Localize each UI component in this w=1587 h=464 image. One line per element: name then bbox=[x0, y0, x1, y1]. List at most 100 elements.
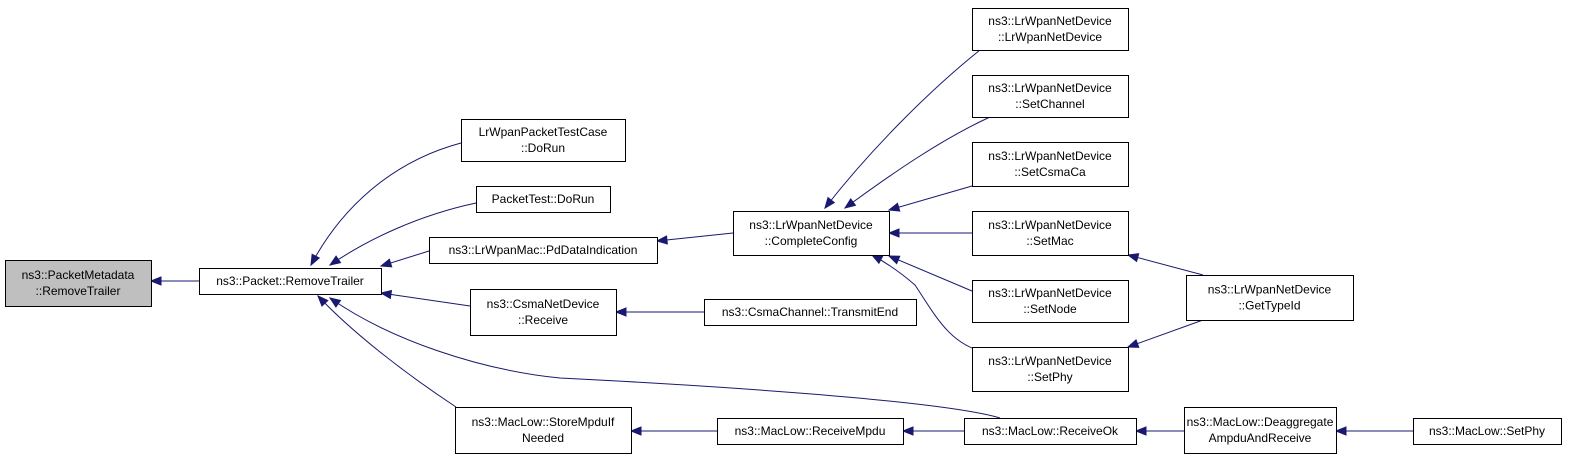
edge-line bbox=[888, 255, 973, 292]
edge-n13-n7 bbox=[887, 185, 973, 212]
arrowhead-icon bbox=[870, 254, 884, 265]
node-label: ::SetPhy bbox=[1027, 370, 1072, 384]
edge-line bbox=[824, 49, 981, 209]
node-label: ns3::LrWpanNetDevice bbox=[988, 14, 1112, 28]
node-box[interactable] bbox=[972, 142, 1129, 187]
edge-n14-n7 bbox=[887, 228, 972, 238]
edge-n19-n18 bbox=[1334, 426, 1413, 436]
node-box[interactable] bbox=[1413, 418, 1562, 445]
node-n10[interactable]: ns3::MacLow::ReceiveOk bbox=[964, 418, 1137, 445]
node-box[interactable] bbox=[461, 119, 626, 162]
edge-n11-n7 bbox=[824, 49, 981, 210]
edge-n6-n1 bbox=[317, 295, 457, 408]
node-n17[interactable]: ns3::LrWpanNetDevice::GetTypeId bbox=[1186, 275, 1354, 321]
node-n19[interactable]: ns3::MacLow::SetPhy bbox=[1413, 418, 1562, 445]
edge-line bbox=[329, 297, 1001, 419]
arrowhead-icon bbox=[629, 426, 642, 436]
node-box[interactable] bbox=[964, 418, 1137, 445]
node-n12[interactable]: ns3::LrWpanNetDevice::SetChannel bbox=[972, 75, 1129, 118]
node-label: ns3::CsmaChannel::TransmitEnd bbox=[722, 305, 898, 319]
node-n14[interactable]: ns3::LrWpanNetDevice::SetMac bbox=[972, 211, 1129, 256]
edge-n4-n1 bbox=[379, 250, 430, 268]
node-box[interactable] bbox=[972, 211, 1129, 256]
edge-line bbox=[310, 142, 462, 266]
arrowhead-icon bbox=[328, 255, 342, 266]
arrowhead-icon bbox=[149, 276, 162, 286]
arrowhead-icon bbox=[1134, 426, 1147, 436]
arrowhead-icon bbox=[1334, 426, 1347, 436]
nodes-layer: ns3::PacketMetadata::RemoveTrailer ns3::P… bbox=[5, 8, 1562, 454]
node-n11[interactable]: ns3::LrWpanNetDevice::LrWpanNetDevice bbox=[972, 8, 1129, 51]
node-label: ns3::LrWpanMac::PdDataIndication bbox=[449, 243, 638, 257]
node-box[interactable] bbox=[704, 299, 917, 326]
node-n15[interactable]: ns3::LrWpanNetDevice::SetNode bbox=[972, 280, 1129, 323]
node-box[interactable] bbox=[1186, 275, 1354, 321]
node-box[interactable] bbox=[972, 8, 1129, 51]
node-box[interactable] bbox=[972, 75, 1129, 118]
edge-n7-n4 bbox=[655, 232, 734, 245]
edge-n17-n16 bbox=[1126, 319, 1204, 348]
edge-n1-n0 bbox=[149, 276, 199, 286]
node-n1[interactable]: ns3::Packet::RemoveTrailer bbox=[199, 268, 382, 295]
node-box[interactable] bbox=[733, 211, 890, 256]
node-label: AmpduAndReceive bbox=[1209, 431, 1312, 445]
node-label: ns3::LrWpanNetDevice bbox=[988, 286, 1112, 300]
node-n16[interactable]: ns3::LrWpanNetDevice::SetPhy bbox=[972, 347, 1129, 392]
arrowhead-icon bbox=[843, 197, 857, 209]
edge-line bbox=[871, 254, 986, 353]
node-n0[interactable]: ns3::PacketMetadata::RemoveTrailer bbox=[5, 260, 152, 307]
node-label: ::SetMac bbox=[1026, 234, 1073, 248]
node-box[interactable] bbox=[972, 280, 1129, 323]
edge-n18-n10 bbox=[1134, 426, 1184, 436]
node-label: ns3::LrWpanNetDevice bbox=[749, 218, 873, 232]
edge-line bbox=[1127, 319, 1204, 348]
node-n8[interactable]: ns3::CsmaChannel::TransmitEnd bbox=[704, 299, 917, 326]
node-n7[interactable]: ns3::LrWpanNetDevice::CompleteConfig bbox=[733, 211, 890, 256]
arrowhead-icon bbox=[901, 426, 914, 436]
node-box[interactable] bbox=[470, 289, 617, 336]
arrowhead-icon bbox=[328, 297, 342, 308]
node-box[interactable] bbox=[717, 418, 904, 445]
node-label: ::SetCsmaCa bbox=[1014, 165, 1086, 179]
node-label: ns3::LrWpanNetDevice bbox=[1208, 283, 1332, 297]
node-box[interactable] bbox=[1184, 407, 1337, 454]
node-box[interactable] bbox=[455, 407, 632, 454]
edge-n9-n6 bbox=[629, 426, 717, 436]
arrowhead-icon bbox=[655, 235, 668, 245]
edge-line bbox=[380, 292, 471, 307]
node-label: ns3::Packet::RemoveTrailer bbox=[216, 274, 364, 288]
node-n5[interactable]: ns3::CsmaNetDevice::Receive bbox=[470, 289, 617, 336]
edge-line bbox=[329, 202, 477, 266]
node-label: ::RemoveTrailer bbox=[36, 284, 121, 298]
node-n4[interactable]: ns3::LrWpanMac::PdDataIndication bbox=[429, 237, 658, 264]
node-label: ns3::MacLow::StoreMpduIf bbox=[472, 415, 615, 429]
arrowhead-icon bbox=[379, 258, 393, 268]
node-label: ::SetChannel bbox=[1015, 97, 1084, 111]
node-box[interactable] bbox=[972, 347, 1129, 392]
node-label: LrWpanPacketTestCase bbox=[479, 125, 608, 139]
arrowhead-icon bbox=[614, 307, 627, 317]
arrowhead-icon bbox=[887, 228, 900, 238]
node-box[interactable] bbox=[199, 268, 382, 295]
edge-n3-n1 bbox=[328, 202, 477, 266]
node-box[interactable] bbox=[476, 186, 611, 213]
edge-n17-n14 bbox=[1126, 253, 1204, 276]
node-box[interactable] bbox=[429, 237, 658, 264]
edge-line bbox=[888, 185, 973, 211]
edge-n15-n7 bbox=[887, 255, 973, 292]
node-label: ::GetTypeId bbox=[1238, 299, 1300, 313]
edge-n12-n7 bbox=[843, 116, 991, 209]
edge-line bbox=[844, 116, 991, 209]
node-n9[interactable]: ns3::MacLow::ReceiveMpdu bbox=[717, 418, 904, 445]
node-n2[interactable]: LrWpanPacketTestCase::DoRun bbox=[461, 119, 626, 162]
arrowhead-icon bbox=[317, 295, 329, 307]
arrowhead-icon bbox=[1126, 253, 1140, 263]
root-node-box[interactable] bbox=[5, 260, 152, 307]
node-label: ns3::MacLow::ReceiveOk bbox=[982, 424, 1119, 438]
node-n13[interactable]: ns3::LrWpanNetDevice::SetCsmaCa bbox=[972, 142, 1129, 187]
node-n3[interactable]: PacketTest::DoRun bbox=[476, 186, 611, 213]
arrowhead-icon bbox=[887, 255, 901, 265]
